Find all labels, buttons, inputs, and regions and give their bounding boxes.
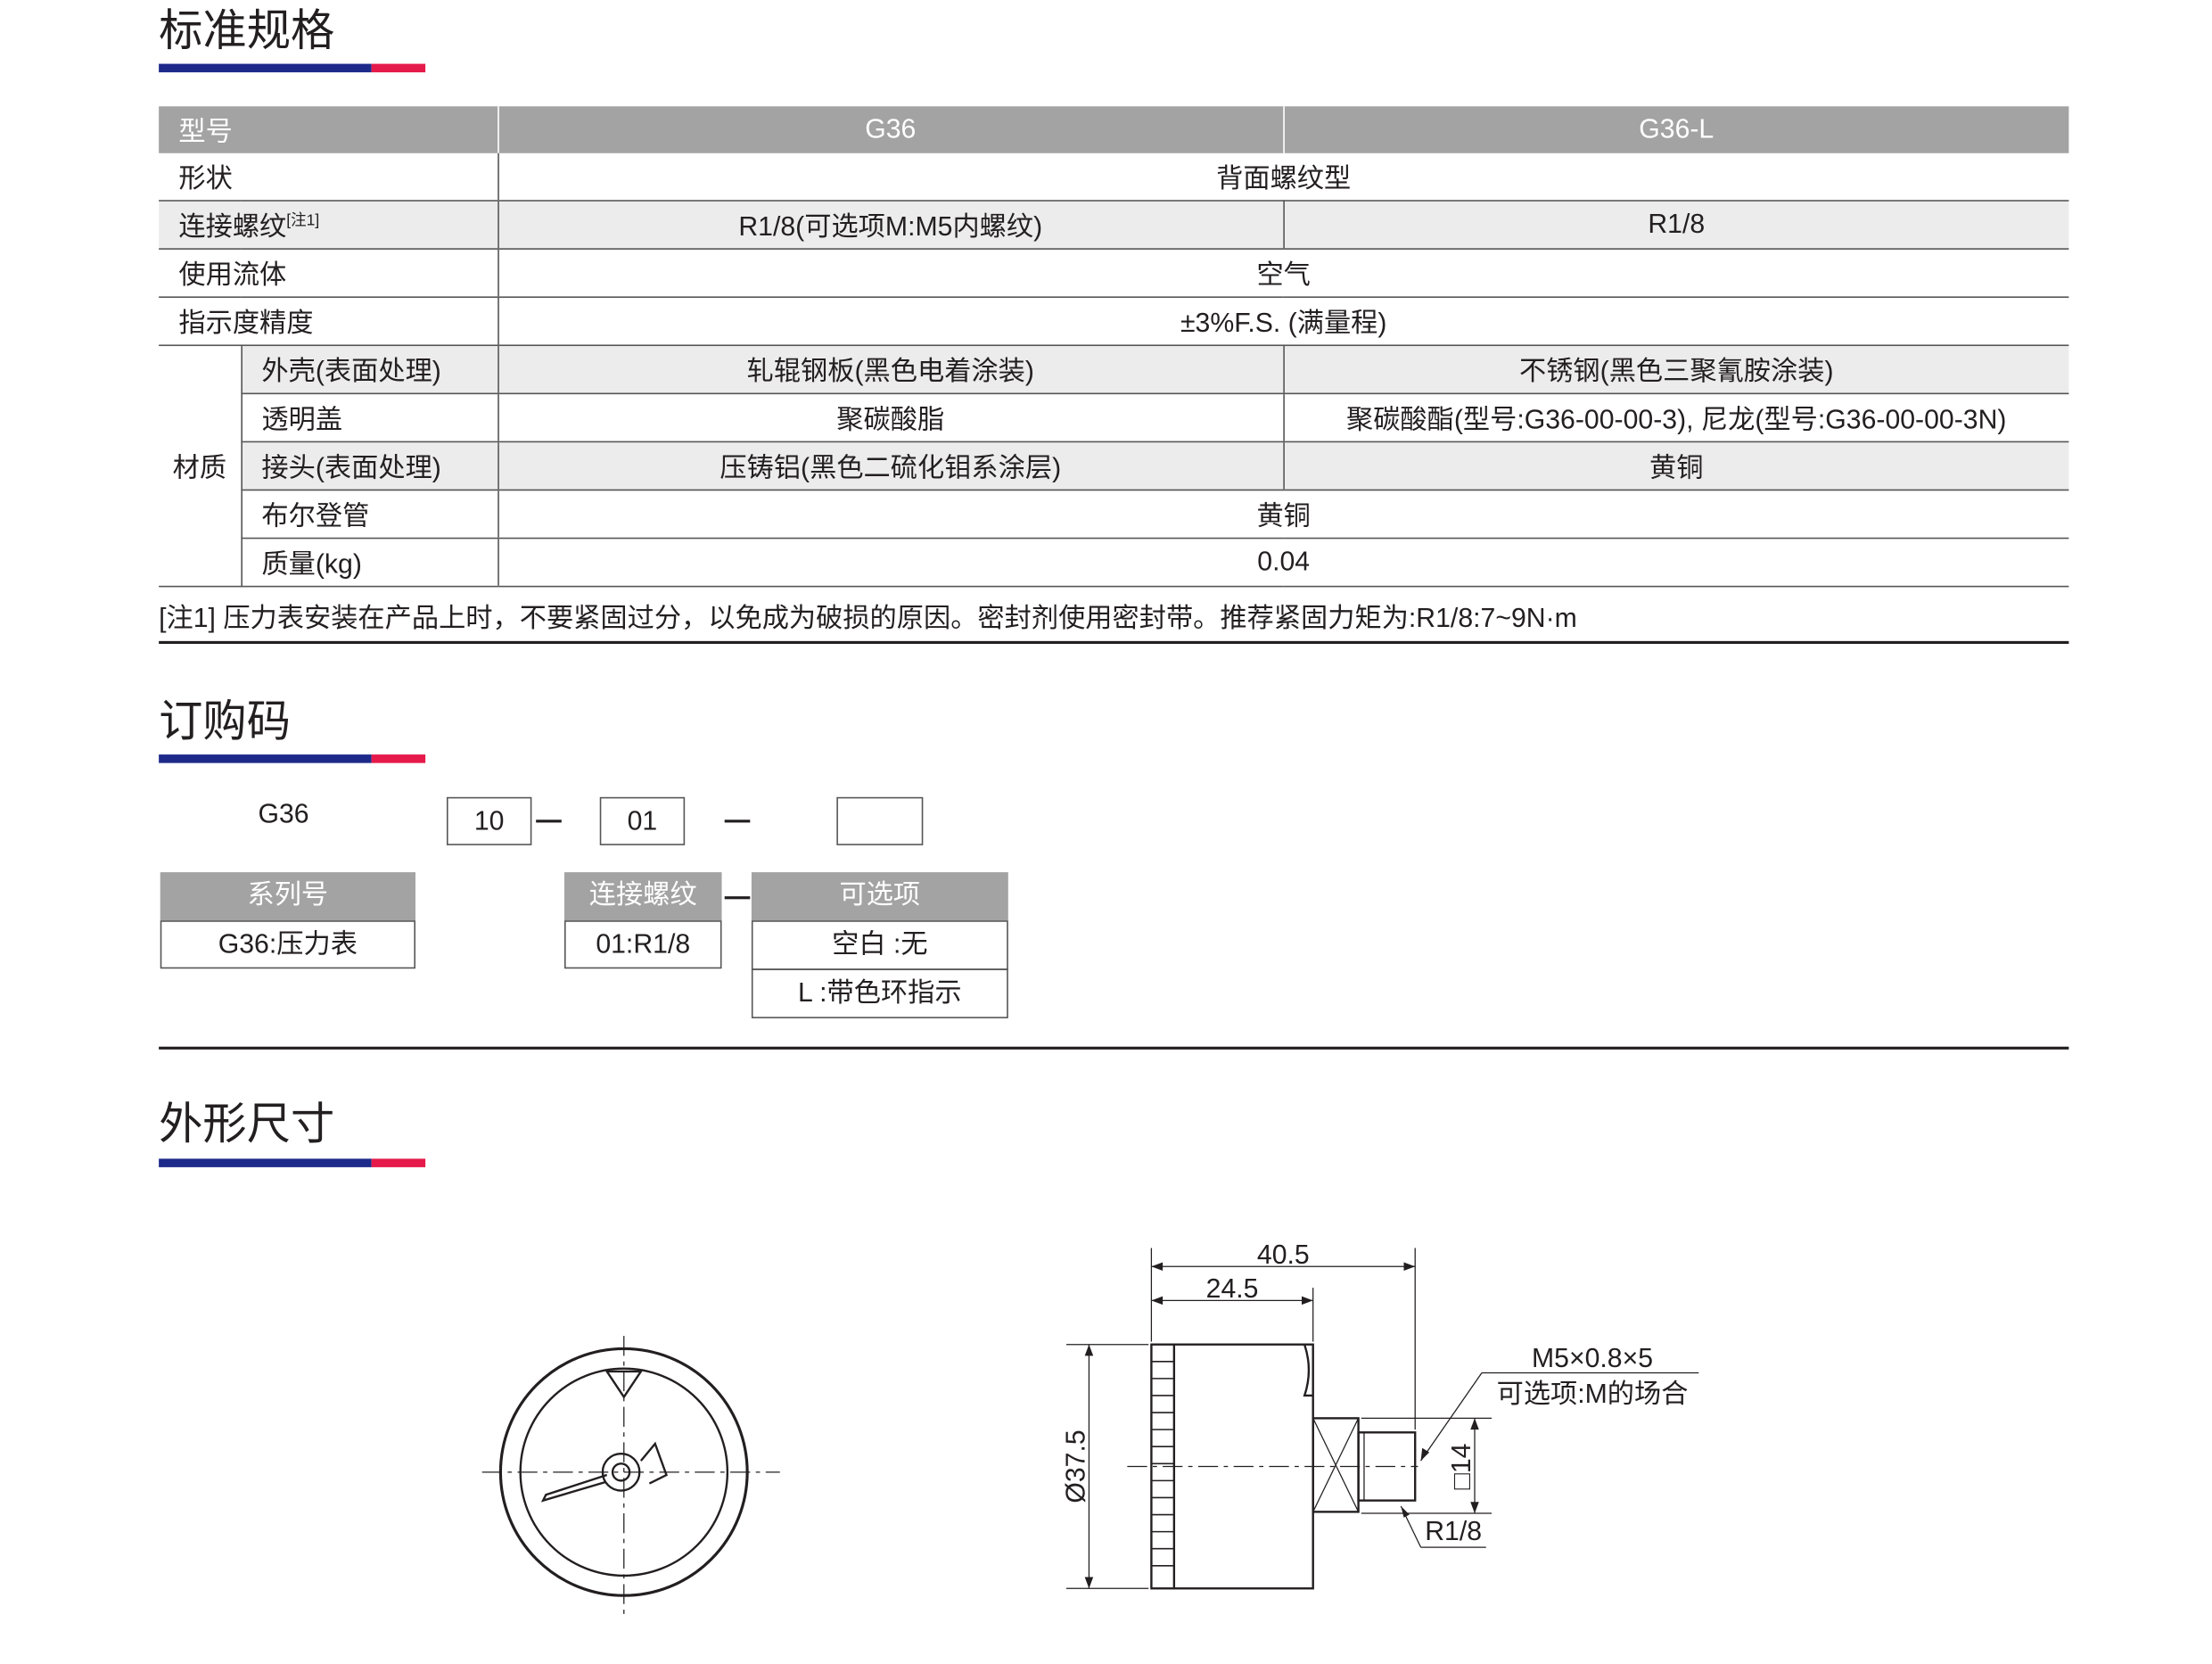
row-label: 质量(kg) [241, 538, 498, 588]
dash [536, 820, 562, 822]
row-value: 轧辊钢板(黑色电着涂装) [497, 345, 1284, 395]
header-g36l: G36-L [1282, 106, 2069, 153]
row-value: 压铸铝(黑色二硫化钼系涂层) [497, 441, 1284, 491]
row-label: 布尔登管 [241, 490, 498, 540]
table-row: 连接螺纹[注1] R1/8(可选项M:M5内螺纹) R1/8 [159, 201, 2069, 250]
row-label: 使用流体 [159, 249, 498, 298]
row-label: 外壳(表面处理) [241, 345, 498, 395]
spec-table: 型号 G36 G36-L 形状 背面螺纹型 连接螺纹[注1] R1/8(可选项M… [159, 106, 2069, 588]
front-view-drawing [481, 1336, 780, 1618]
table-row: 布尔登管 黄铜 [159, 490, 2069, 540]
header-g36: G36 [497, 106, 1284, 153]
dim-thread: R1/8 [1425, 1517, 1482, 1546]
spec-section-title: 标准规格 [159, 5, 335, 56]
divider [159, 640, 2069, 645]
row-value: 聚碳酸脂 [497, 393, 1284, 443]
thread-header: 连接螺纹 [563, 872, 722, 921]
row-label: 透明盖 [241, 393, 498, 443]
dim-hex: □14 [1447, 1444, 1476, 1490]
row-value: 空气 [497, 249, 2069, 298]
note-ref: [注1] [286, 212, 320, 230]
row-value: R1/8(可选项M:M5内螺纹) [497, 201, 1284, 250]
thread-label: 连接螺纹 [178, 212, 287, 243]
table-row: 形状 背面螺纹型 [159, 152, 2069, 202]
title-underline [159, 1158, 426, 1167]
table-row: 质量(kg) 0.04 [159, 538, 2069, 588]
order-prefix: G36 [258, 799, 309, 830]
order-code-thread-box: 10 [446, 796, 532, 845]
dash [724, 820, 751, 822]
table-row: 透明盖 聚碳酸脂 聚碳酸酯(型号:G36-00-00-3), 尼龙(型号:G36… [159, 393, 2069, 443]
material-label: 材质 [159, 345, 243, 588]
row-value: R1/8 [1282, 201, 2069, 250]
row-label: 形状 [159, 152, 498, 202]
row-value: 黄铜 [497, 490, 2069, 540]
dim-diameter: Ø37.5 [1062, 1429, 1091, 1503]
dash [724, 896, 751, 899]
header-model: 型号 [159, 106, 498, 153]
title-underline [159, 754, 426, 763]
table-row: 接头(表面处理) 压铸铝(黑色二硫化钼系涂层) 黄铜 [159, 441, 2069, 491]
footnote: [注1] 压力表安装在产品上时，不要紧固过分，以免成为破损的原因。密封剂使用密封… [159, 604, 1577, 634]
table-row: 指示度精度 ±3%F.S. (满量程) [159, 297, 2069, 347]
row-value: ±3%F.S. (满量程) [497, 297, 2069, 347]
row-value: 不锈钢(黑色三聚氰胺涂装) [1282, 345, 2069, 395]
order-code-box: 01 [599, 796, 686, 845]
row-value: 0.04 [497, 538, 2069, 588]
title-underline [159, 63, 426, 73]
series-header: 系列号 [160, 872, 415, 921]
table-row: 材质 外壳(表面处理) 轧辊钢板(黑色电着涂装) 不锈钢(黑色三聚氰胺涂装) [159, 345, 2069, 588]
dim-option-thread: M5×0.8×5 [1532, 1344, 1653, 1373]
row-label: 接头(表面处理) [241, 441, 498, 491]
row-label: 指示度精度 [159, 297, 498, 347]
dim-overall-length: 40.5 [1257, 1240, 1310, 1270]
row-value: 聚碳酸酯(型号:G36-00-00-3), 尼龙(型号:G36-00-00-3N… [1282, 393, 2069, 443]
dim-option-note: 可选项:M的场合 [1497, 1379, 1689, 1409]
divider [159, 1046, 2069, 1050]
table-header: 型号 G36 G36-L [159, 106, 2069, 153]
row-label: 连接螺纹[注1] [159, 201, 498, 250]
row-value: 背面螺纹型 [497, 152, 2069, 202]
order-option-box [836, 796, 924, 845]
order-section-title: 订购码 [159, 696, 292, 746]
thread-item: 01:R1/8 [563, 920, 722, 969]
table-row: 使用流体 空气 [159, 249, 2069, 298]
row-value: 黄铜 [1282, 441, 2069, 491]
option-item: L :带色环指示 [751, 968, 1008, 1018]
option-header: 可选项 [751, 872, 1008, 921]
dim-body-length: 24.5 [1206, 1274, 1259, 1304]
series-item: G36:压力表 [160, 920, 415, 969]
dim-section-title: 外形尺寸 [159, 1099, 335, 1149]
side-view-drawing [1065, 1248, 1699, 1590]
